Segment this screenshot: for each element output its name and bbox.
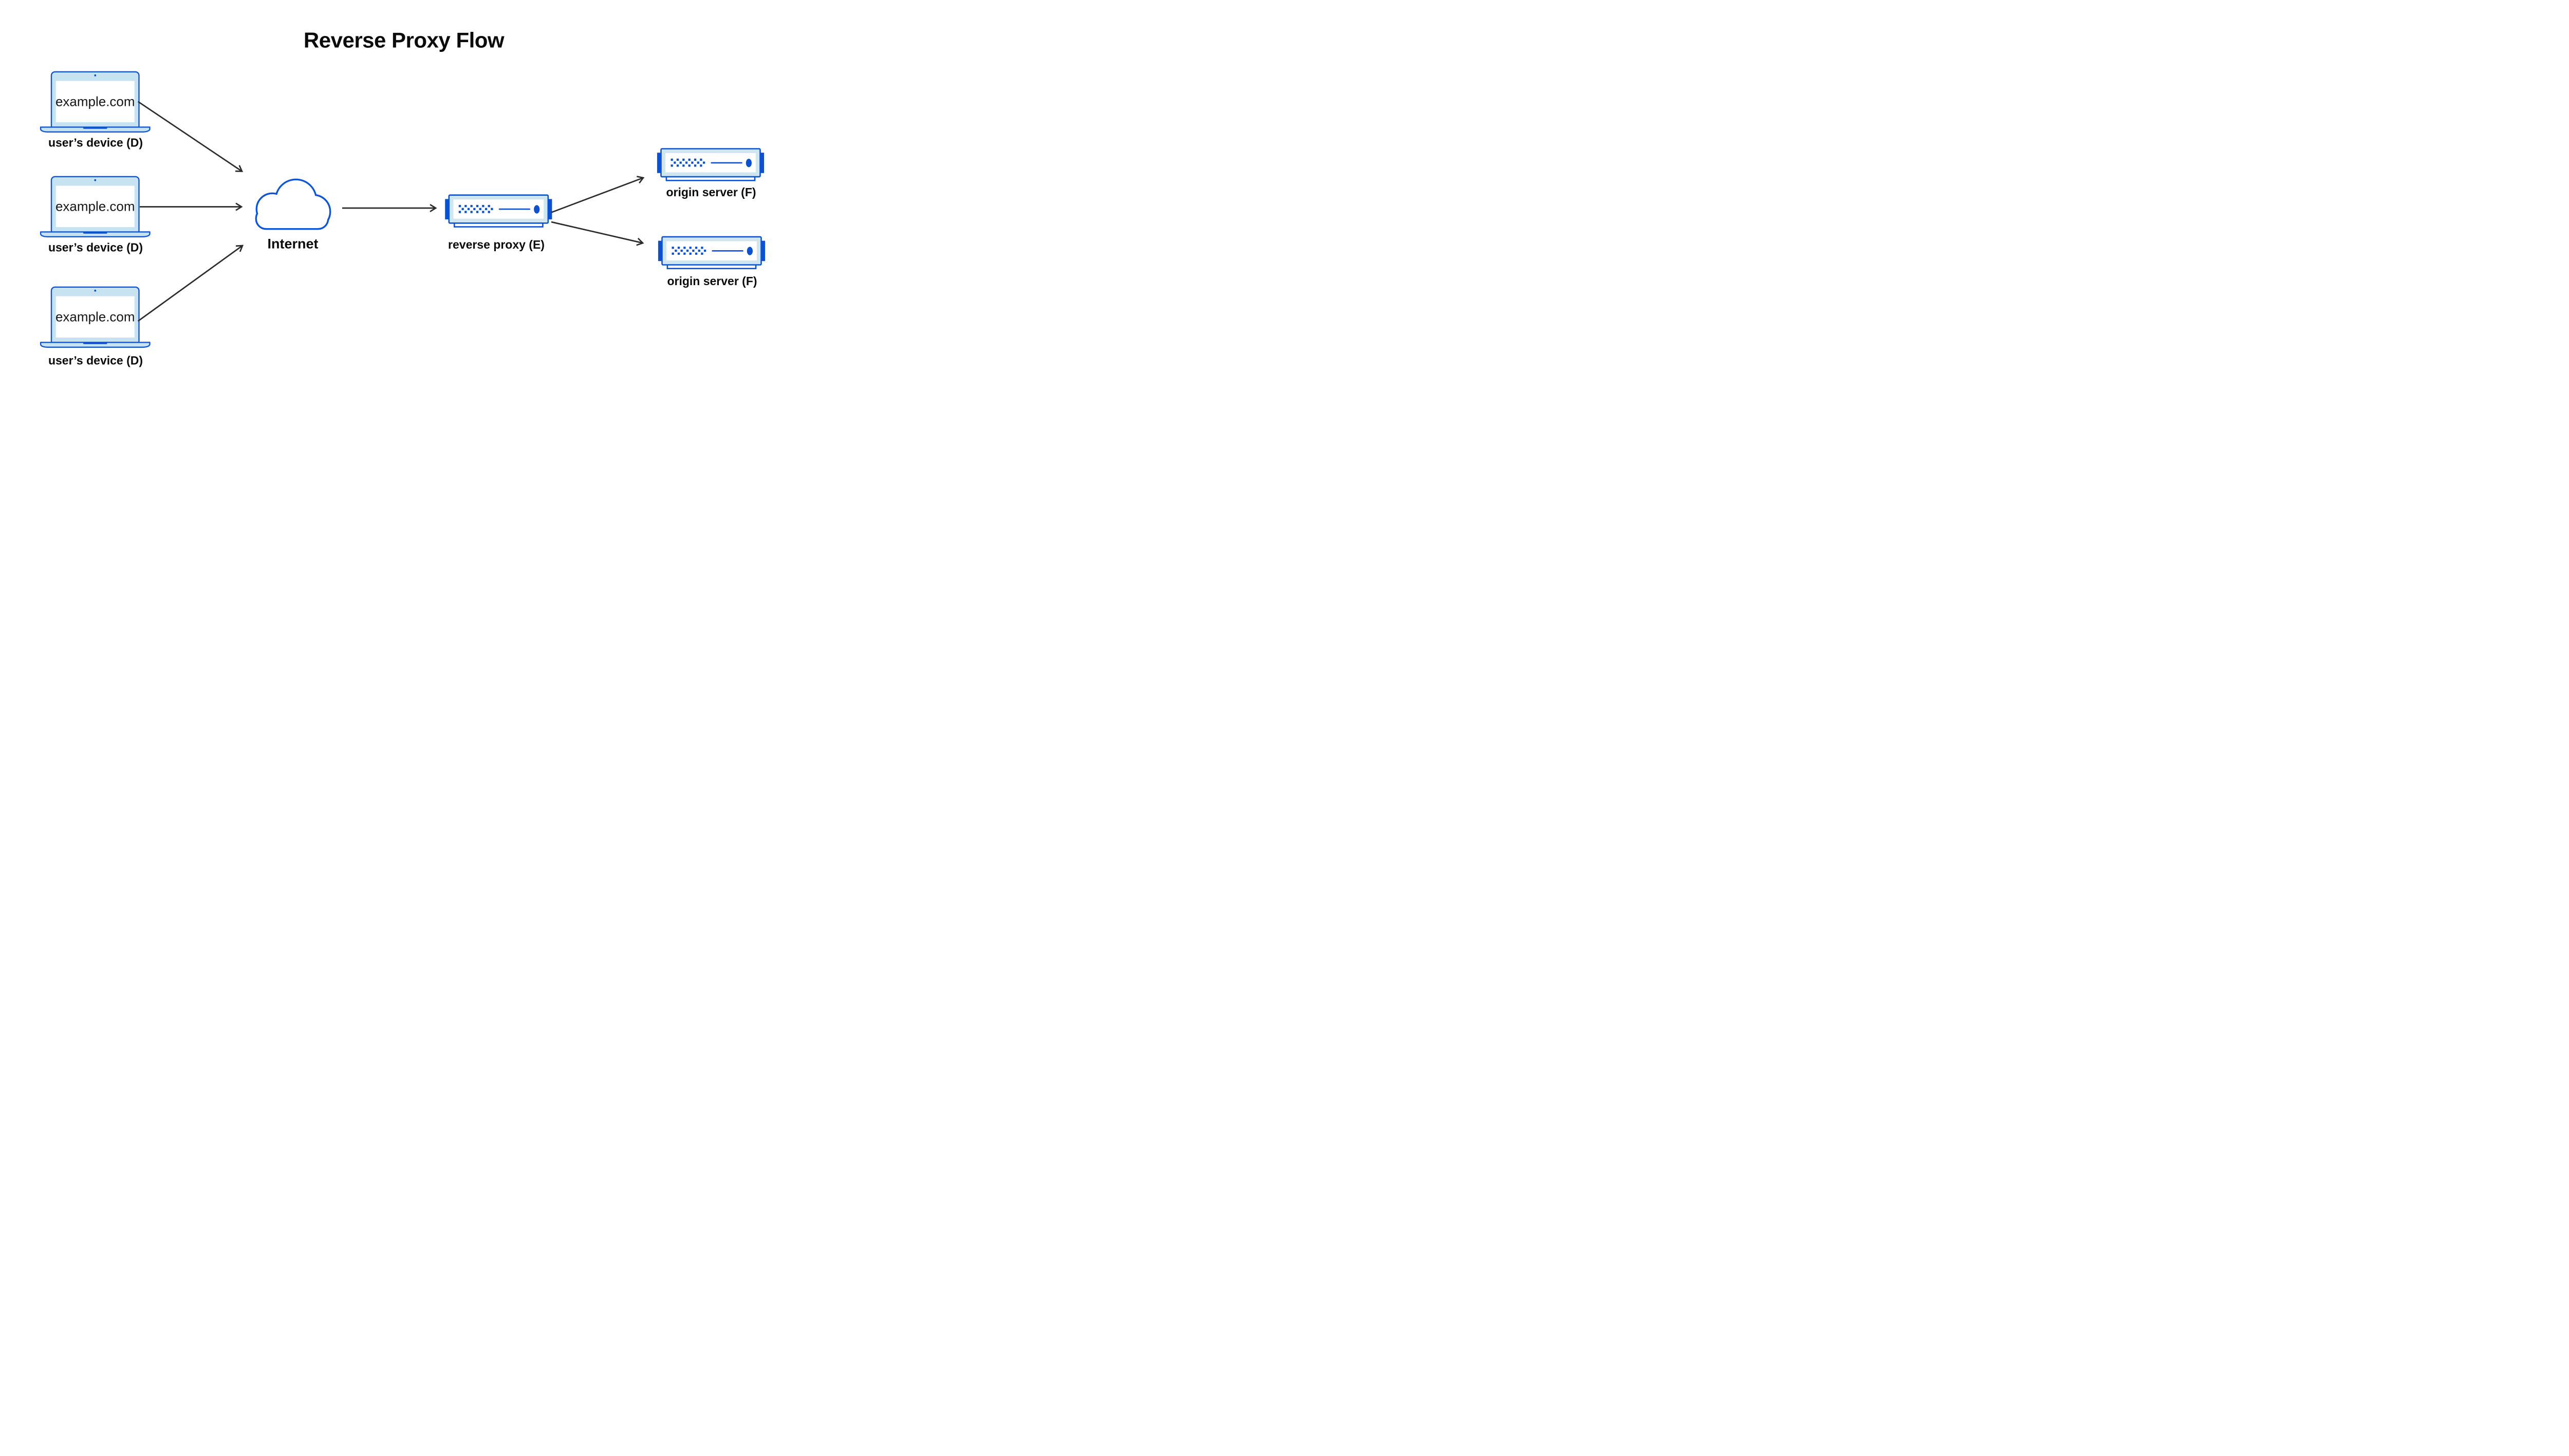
arrow-proxy-to-origin1 [551,176,645,213]
server-icon [657,236,766,270]
arrow-device1-to-internet [137,101,244,172]
reverse-proxy-label: reverse proxy (E) [448,238,545,251]
reverse-proxy-node: reverse proxy (E) [444,194,553,251]
server-icon [444,194,553,228]
user-device-1: example.com user’s device (D) [40,71,151,150]
origin-server-1: origin server (F) [656,148,765,199]
origin-server-2: origin server (F) [657,236,766,288]
device-screen-url: example.com [55,94,135,109]
device-label: user’s device (D) [48,136,143,150]
arrow-proxy-to-origin2 [551,221,644,246]
flow-arrows [137,101,645,322]
origin-server-label: origin server (F) [666,185,756,199]
server-icon [656,148,765,181]
device-label: user’s device (D) [48,354,143,367]
origin-server-label: origin server (F) [667,274,757,288]
internet-label: Internet [267,236,318,252]
arrow-device3-to-internet [137,245,244,322]
device-screen-url: example.com [55,309,135,324]
device-screen-url: example.com [55,198,135,214]
user-device-3: example.com user’s device (D) [40,286,151,367]
cloud-icon [255,178,331,230]
user-device-2: example.com user’s device (D) [40,176,151,254]
page-title: Reverse Proxy Flow [304,28,505,52]
diagram-svg: Reverse Proxy Flow example.com user’s de… [40,28,766,367]
reverse-proxy-flow-diagram: Reverse Proxy Flow example.com user’s de… [0,0,805,402]
device-label: user’s device (D) [48,241,143,254]
internet-node: Internet [255,178,331,252]
